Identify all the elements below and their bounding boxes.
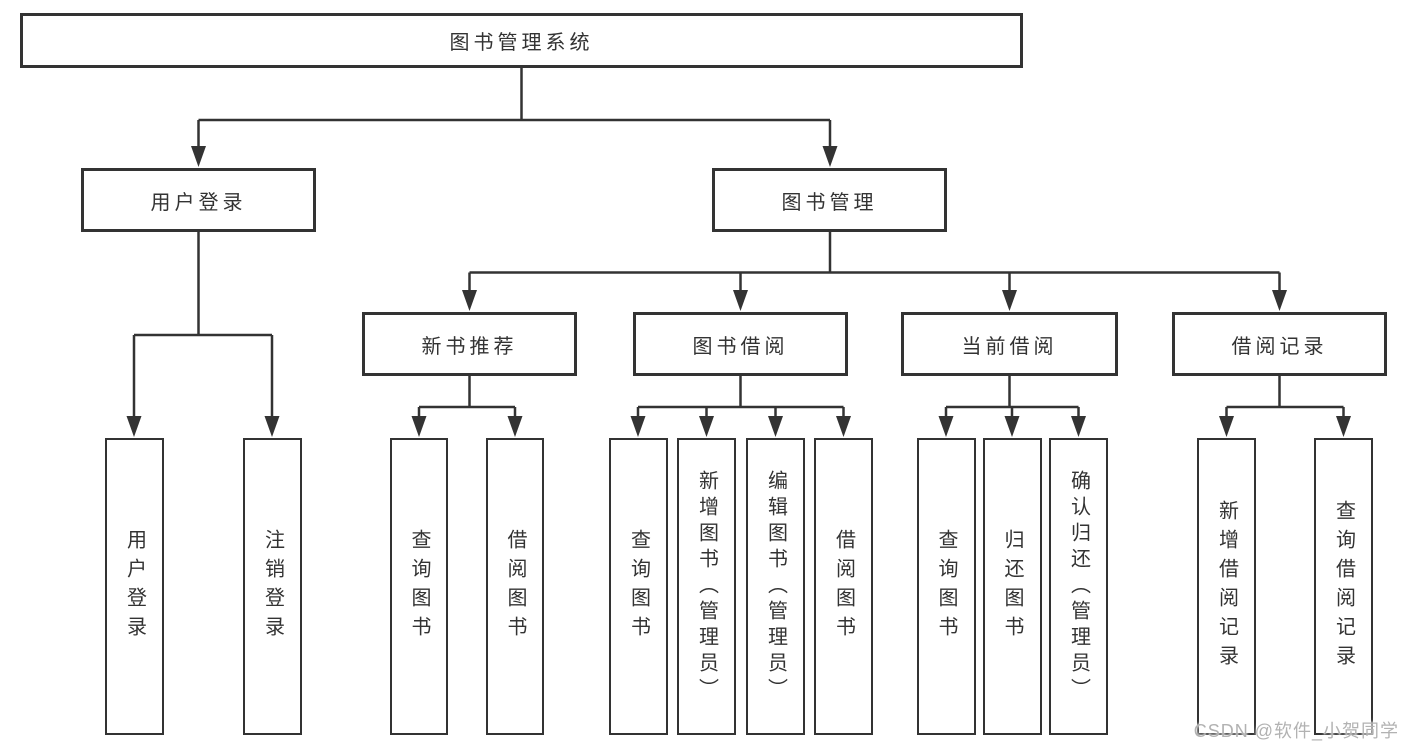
leaf-label: 借阅图书 — [832, 528, 855, 645]
node-label: 借阅记录 — [1231, 335, 1328, 358]
leaf-edit-book-admin: 编辑图书（管理员） — [746, 438, 805, 735]
leaf-label: 查询图书 — [408, 528, 430, 645]
leaf-label: 查询借阅记录 — [1332, 499, 1355, 674]
leaf-borrow-books-borrowing: 借阅图书 — [814, 438, 873, 735]
leaf-query-books-recommend: 查询图书 — [390, 438, 448, 735]
node-new-book-recommendation: 新书推荐 — [362, 312, 577, 376]
leaf-label: 确认归还（管理员） — [1067, 469, 1090, 704]
leaf-add-borrow-record: 新增借阅记录 — [1197, 438, 1256, 735]
node-label: 新书推荐 — [421, 335, 518, 358]
node-label: 图书借阅 — [692, 335, 789, 358]
leaf-return-book: 归还图书 — [982, 438, 1042, 735]
node-library-management-system: 图书管理系统 — [20, 13, 1023, 68]
leaf-query-books-borrowing: 查询图书 — [609, 438, 668, 735]
node-borrowing-records: 借阅记录 — [1172, 312, 1387, 376]
leaf-label: 归还图书 — [1001, 528, 1023, 645]
leaf-query-books-current: 查询图书 — [916, 438, 976, 735]
leaf-borrow-books-recommend: 借阅图书 — [486, 438, 544, 735]
node-book-borrowing: 图书借阅 — [633, 312, 848, 376]
leaf-label: 新增借阅记录 — [1215, 499, 1238, 674]
leaf-label: 用户登录 — [123, 528, 146, 645]
leaf-confirm-return-admin: 确认归还（管理员） — [1049, 438, 1108, 735]
leaf-label: 编辑图书（管理员） — [764, 469, 787, 704]
leaf-query-borrow-record: 查询借阅记录 — [1314, 438, 1373, 735]
leaf-logout: 注销登录 — [243, 438, 302, 735]
node-label: 当前借阅 — [961, 335, 1058, 358]
node-label: 用户登录 — [150, 191, 247, 214]
leaf-label: 新增图书（管理员） — [695, 469, 718, 704]
leaf-user-login: 用户登录 — [105, 438, 164, 735]
leaf-label: 借阅图书 — [504, 528, 526, 645]
node-current-borrowing: 当前借阅 — [901, 312, 1118, 376]
leaf-label: 查询图书 — [627, 528, 650, 645]
watermark-csdn: CSDN @软件_小贺同学 — [1193, 721, 1399, 741]
leaf-add-book-admin: 新增图书（管理员） — [677, 438, 736, 735]
node-label: 图书管理系统 — [449, 32, 594, 54]
leaf-label: 注销登录 — [261, 528, 284, 645]
node-user-login: 用户登录 — [81, 168, 316, 232]
node-label: 图书管理 — [781, 191, 878, 214]
leaf-label: 查询图书 — [935, 528, 957, 645]
node-book-management: 图书管理 — [712, 168, 947, 232]
